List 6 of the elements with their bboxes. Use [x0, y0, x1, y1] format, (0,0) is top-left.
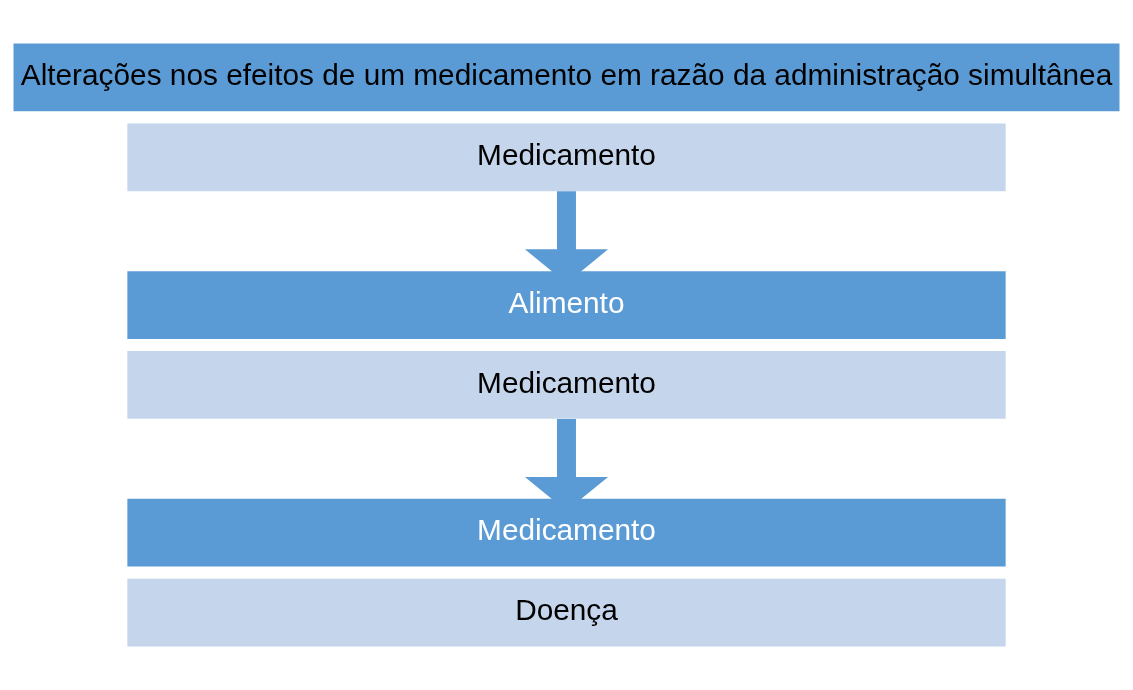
node-box: Medicamento — [127, 123, 1006, 192]
node-box: Medicamento — [127, 498, 1006, 567]
node-box: Alterações nos efeitos de um medicamento em razão da administração simultânea — [13, 43, 1120, 112]
node-box: Doença — [127, 578, 1006, 647]
node-box: Alimento — [127, 271, 1006, 339]
node-box: Medicamento — [127, 351, 1006, 419]
